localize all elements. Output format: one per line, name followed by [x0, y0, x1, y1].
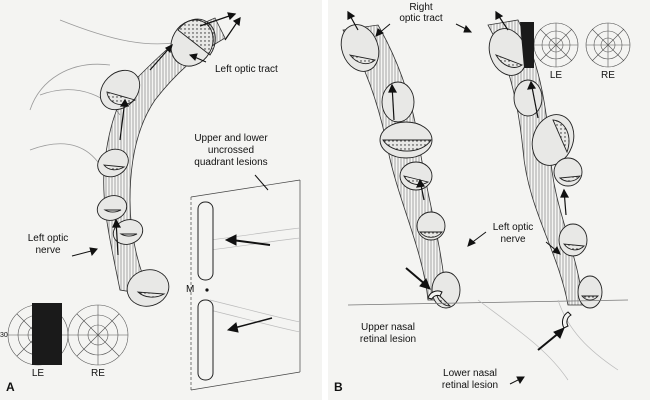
label-right-tract-2: optic tract [399, 13, 443, 24]
label-upper-nasal-1: Upper nasal [361, 322, 415, 333]
panel-a-drawing [7, 12, 301, 391]
label-pointers-b [375, 23, 565, 385]
panel-b-drawing [340, 10, 631, 385]
label-left-optic-tract: Left optic tract [215, 64, 278, 75]
label-pointers [71, 53, 273, 333]
perimeter-b-le [533, 22, 579, 68]
perimeter-le-defect [32, 303, 62, 365]
macula-dot [205, 288, 209, 292]
label-right-tract-1: Right [409, 2, 433, 13]
label-re: RE [91, 368, 105, 379]
panel-a: Left optic tract Upper and lower uncross… [0, 0, 322, 400]
label-b-nerve-2: nerve [500, 234, 526, 245]
label-lower-nasal-1: Lower nasal [443, 368, 497, 379]
perimeter-b-re [585, 22, 631, 68]
bundle-right-sections [488, 28, 603, 309]
label-lesions-2: uncrossed [207, 145, 255, 156]
quadrant-lesion-slots [197, 201, 214, 381]
perimeter-tick-label: 30 [0, 332, 8, 339]
fiber-arrows-b [347, 10, 570, 216]
panel-letter-a: A [6, 380, 15, 394]
retina-baseline [347, 299, 629, 381]
fiber-arrows [112, 12, 241, 256]
label-b-le: LE [549, 70, 563, 81]
label-lesions-3: quadrant lesions [194, 157, 268, 168]
perimeter-re [67, 304, 129, 366]
retina-field [190, 179, 301, 391]
lesion-markers [427, 290, 572, 329]
label-lower-nasal-2: retinal lesion [441, 380, 499, 391]
label-le: LE [31, 368, 45, 379]
nerve-cross-sections [96, 18, 216, 307]
label-left-optic-nerve-1: Left optic [27, 233, 69, 244]
panel-b: Right optic tract LE RE Left optic nerve… [328, 0, 650, 400]
label-macula: M [186, 284, 195, 295]
label-b-nerve-1: Left optic [492, 222, 534, 233]
label-upper-nasal-2: retinal lesion [359, 334, 417, 345]
label-left-optic-nerve-2: nerve [35, 245, 61, 256]
panel-letter-b: B [334, 380, 343, 394]
label-lesions-1: Upper and lower [194, 133, 268, 144]
label-b-re: RE [601, 70, 615, 81]
perimeter-b-le-defect [520, 22, 534, 68]
